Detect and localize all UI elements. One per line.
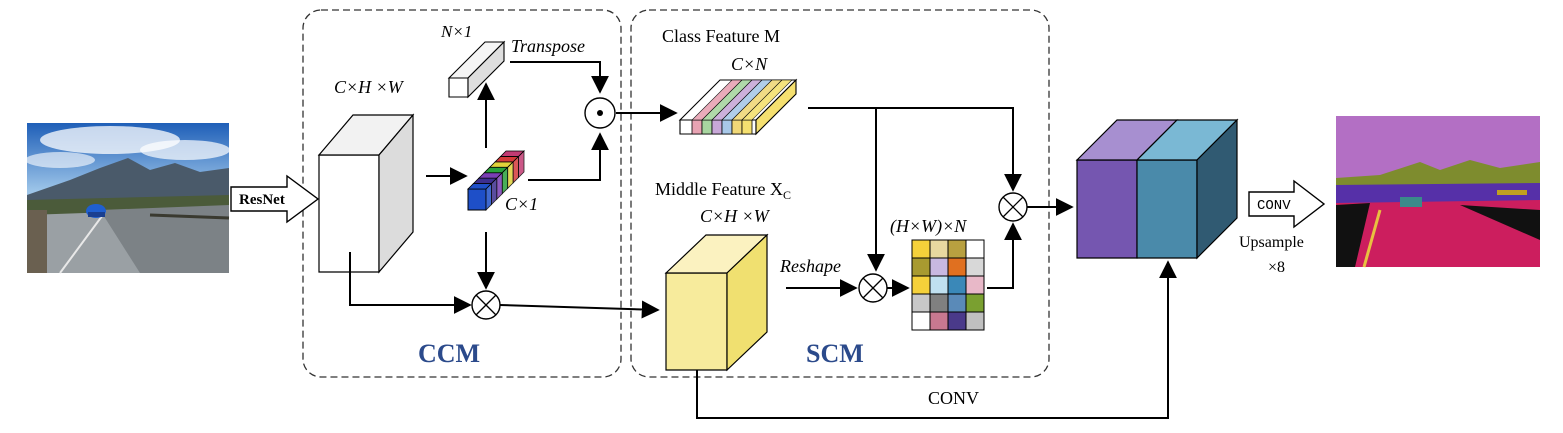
cvec-front-face: [467, 188, 487, 211]
matrix-cell: [911, 257, 931, 277]
n-by-1-vector: [447, 40, 506, 99]
scm-label: SCM: [806, 339, 864, 368]
matrix-cell: [965, 257, 985, 277]
matrix-cell: [965, 275, 985, 295]
matrix-cell: [929, 275, 949, 295]
matrix-cell: [947, 311, 967, 331]
scm-multiply-operator-1: [858, 273, 888, 303]
matrix-shape-label: (H×W)×N: [890, 216, 967, 237]
arrow-m-down: [808, 107, 1022, 192]
cvec-side-strip: [518, 150, 525, 179]
conv-head-arrow: CONV: [1248, 179, 1326, 229]
matrix-cell: [929, 239, 949, 259]
ccm-label: CCM: [418, 339, 480, 368]
matrix-cell: [947, 275, 967, 295]
input-feature-cube: [317, 113, 415, 274]
scm-multiply-operator-2: [998, 192, 1028, 222]
class-feature-m: [678, 78, 798, 136]
matrix-cell: [947, 257, 967, 277]
matrix-cell: [965, 293, 985, 313]
transpose-label: Transpose: [511, 36, 585, 56]
matrix-cell: [911, 239, 931, 259]
matrix-cell: [947, 293, 967, 313]
scm-module-box: [630, 9, 1050, 378]
matrix-cell: [929, 293, 949, 313]
class-feature-strip: [691, 119, 703, 135]
reshape-label: Reshape: [779, 256, 841, 276]
input-road-image: [25, 123, 230, 274]
arrow-cvec-to-dot: [528, 132, 609, 181]
middle-feature-label: Middle Feature XC: [655, 179, 791, 202]
n-by-1-label: N×1: [440, 22, 472, 41]
class-feature-strip: [721, 119, 733, 135]
upsample-label: Upsample: [1239, 234, 1304, 251]
class-feature-strip: [741, 119, 753, 135]
c-by-n-label: C×N: [731, 54, 768, 74]
class-feature-strip: [731, 119, 743, 135]
class-feature-strip: [711, 119, 723, 135]
arrow-matrix-to-mult2: [987, 222, 1022, 289]
conv-head-label: CONV: [1257, 198, 1291, 214]
class-feature-strip: [701, 119, 713, 135]
matrix-cell: [911, 293, 931, 313]
matrix-cell: [911, 275, 931, 295]
matrix-cell: [947, 239, 967, 259]
class-feature-label: Class Feature M: [662, 26, 780, 46]
upsample-factor: ×8: [1268, 259, 1285, 276]
c-by-1-label: C×1: [505, 194, 538, 214]
affinity-matrix: [911, 239, 985, 331]
conv-skip-label: CONV: [928, 388, 979, 408]
class-feature-top-strip: [741, 79, 793, 121]
input-shape-label: C×H ×W: [334, 77, 405, 97]
matrix-cell: [911, 311, 931, 331]
middle-shape-label: C×H ×W: [700, 206, 771, 226]
c-by-1-vector: [467, 150, 525, 211]
ccm-multiply-operator: [471, 290, 501, 320]
matrix-cell: [965, 239, 985, 259]
arrow-conv-skip: [696, 260, 1177, 419]
segmentation-output-image: [1336, 116, 1540, 268]
output-feature-cube: [1075, 118, 1239, 260]
arrow-ccm-to-middle: [499, 300, 660, 319]
arrow-n1-transpose: [510, 61, 609, 94]
matrix-cell: [929, 257, 949, 277]
resnet-arrow: ResNet: [230, 174, 320, 224]
matrix-cell: [929, 311, 949, 331]
dot-product-operator: [584, 97, 616, 129]
matrix-cell: [965, 311, 985, 331]
resnet-label: ResNet: [239, 192, 285, 208]
middle-feature-cube: [664, 233, 769, 372]
arrow-cube-bottom: [349, 252, 472, 314]
